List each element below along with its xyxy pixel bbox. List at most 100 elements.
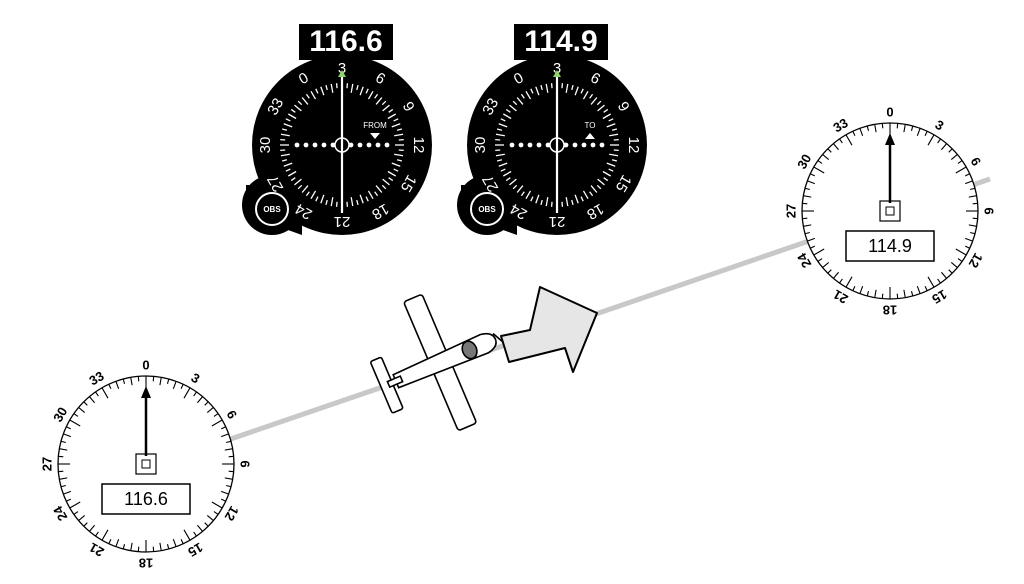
compass-tick bbox=[89, 524, 95, 532]
compass-tick bbox=[941, 143, 947, 151]
dial-tick bbox=[290, 177, 296, 182]
compass-tick bbox=[948, 148, 953, 153]
compass-tick bbox=[804, 187, 810, 191]
direction-arrow-icon bbox=[500, 286, 598, 373]
dial-tick bbox=[603, 177, 609, 182]
compass-tick bbox=[83, 522, 88, 527]
compass-tick bbox=[859, 285, 864, 294]
compass-tick bbox=[66, 426, 72, 430]
compass-tick bbox=[101, 387, 109, 399]
compass-label: 18 bbox=[139, 556, 153, 571]
compass-tick bbox=[95, 531, 99, 537]
dial-tick bbox=[609, 133, 619, 137]
compass-tick bbox=[197, 396, 203, 404]
obs-knob bbox=[470, 192, 504, 226]
compass-tick bbox=[839, 278, 843, 284]
dial-tick bbox=[611, 128, 618, 131]
dial-label: 27 bbox=[479, 172, 502, 195]
compass-tick bbox=[845, 276, 853, 288]
compass-tick bbox=[964, 173, 970, 177]
compass-tick bbox=[964, 245, 970, 249]
compass-tick bbox=[950, 262, 958, 268]
dial-tick bbox=[535, 194, 540, 204]
dial-label: 15 bbox=[612, 172, 635, 195]
deviation-dot bbox=[545, 142, 551, 148]
dial-tick bbox=[387, 113, 397, 120]
dial-tick bbox=[597, 178, 605, 186]
dial-label: 15 bbox=[397, 172, 420, 195]
compass-tick bbox=[66, 498, 72, 502]
dial-tick bbox=[590, 185, 598, 193]
compass-tick bbox=[115, 381, 120, 390]
compass-tick bbox=[166, 378, 170, 384]
deviation-dot bbox=[366, 142, 372, 148]
compass-tick bbox=[916, 285, 921, 294]
compass-tick bbox=[59, 448, 68, 451]
compass-label: 6 bbox=[223, 408, 240, 422]
dial-tick bbox=[325, 199, 328, 206]
station-marker-inner bbox=[141, 459, 151, 469]
dial-tick bbox=[505, 177, 511, 182]
compass-tick bbox=[89, 396, 95, 404]
compass-label: 18 bbox=[883, 303, 897, 318]
compass-tick bbox=[166, 544, 170, 550]
dial-tick bbox=[285, 118, 291, 122]
compass-tick bbox=[122, 544, 126, 550]
compass-tick bbox=[903, 124, 906, 133]
compass-tick bbox=[955, 248, 967, 256]
dial-label: 24 bbox=[507, 200, 530, 223]
dial-tick bbox=[571, 84, 574, 91]
compass-tick bbox=[211, 501, 223, 509]
compass-label: 21 bbox=[830, 287, 850, 307]
compass-tick bbox=[69, 501, 81, 509]
compass-tick bbox=[927, 276, 935, 288]
north-arrow-icon bbox=[141, 386, 151, 398]
station-frequency-box bbox=[845, 230, 935, 262]
deviation-dot bbox=[330, 142, 336, 148]
compass-label: 3 bbox=[933, 117, 947, 134]
dial-tick bbox=[325, 84, 328, 91]
dial-tick bbox=[540, 84, 543, 91]
dial-tick bbox=[512, 100, 518, 106]
compass-tick bbox=[822, 154, 830, 160]
compass-tick bbox=[63, 433, 72, 438]
obs-label: OBS bbox=[478, 205, 496, 214]
dial-tick bbox=[381, 100, 387, 106]
deviation-dot bbox=[590, 142, 596, 148]
dial-tick bbox=[603, 108, 609, 113]
dial-tick bbox=[545, 197, 549, 207]
compass-tick bbox=[874, 289, 877, 298]
compass-tick bbox=[968, 195, 977, 198]
compass-label: 0 bbox=[886, 104, 893, 119]
dial-tick bbox=[500, 168, 506, 172]
dial-tick bbox=[574, 194, 579, 204]
dial-tick bbox=[606, 162, 616, 167]
dial-tick bbox=[356, 199, 359, 206]
compass-label: 6 bbox=[967, 155, 984, 169]
dial-tick bbox=[375, 185, 383, 193]
compass-tick bbox=[63, 490, 72, 495]
dial-tick bbox=[387, 170, 397, 177]
compass-tick bbox=[197, 524, 203, 532]
dial-tick bbox=[394, 153, 404, 157]
compass-tick bbox=[193, 531, 197, 537]
compass-label: 33 bbox=[86, 368, 106, 388]
north-arrow-icon bbox=[885, 133, 895, 145]
compass-tick bbox=[101, 529, 109, 541]
compass-tick bbox=[115, 538, 120, 547]
compass-label: 6 bbox=[238, 460, 253, 467]
dial-tick bbox=[285, 168, 291, 172]
dial-tick bbox=[590, 97, 598, 105]
compass-tick bbox=[122, 378, 126, 384]
dial-tick bbox=[381, 184, 387, 190]
dial-tick bbox=[602, 113, 612, 120]
dial-tick bbox=[516, 97, 524, 105]
compass-tick bbox=[220, 426, 226, 430]
dial-label: 30 bbox=[257, 137, 274, 154]
dial-tick bbox=[297, 184, 303, 190]
compass-tick bbox=[937, 278, 941, 284]
